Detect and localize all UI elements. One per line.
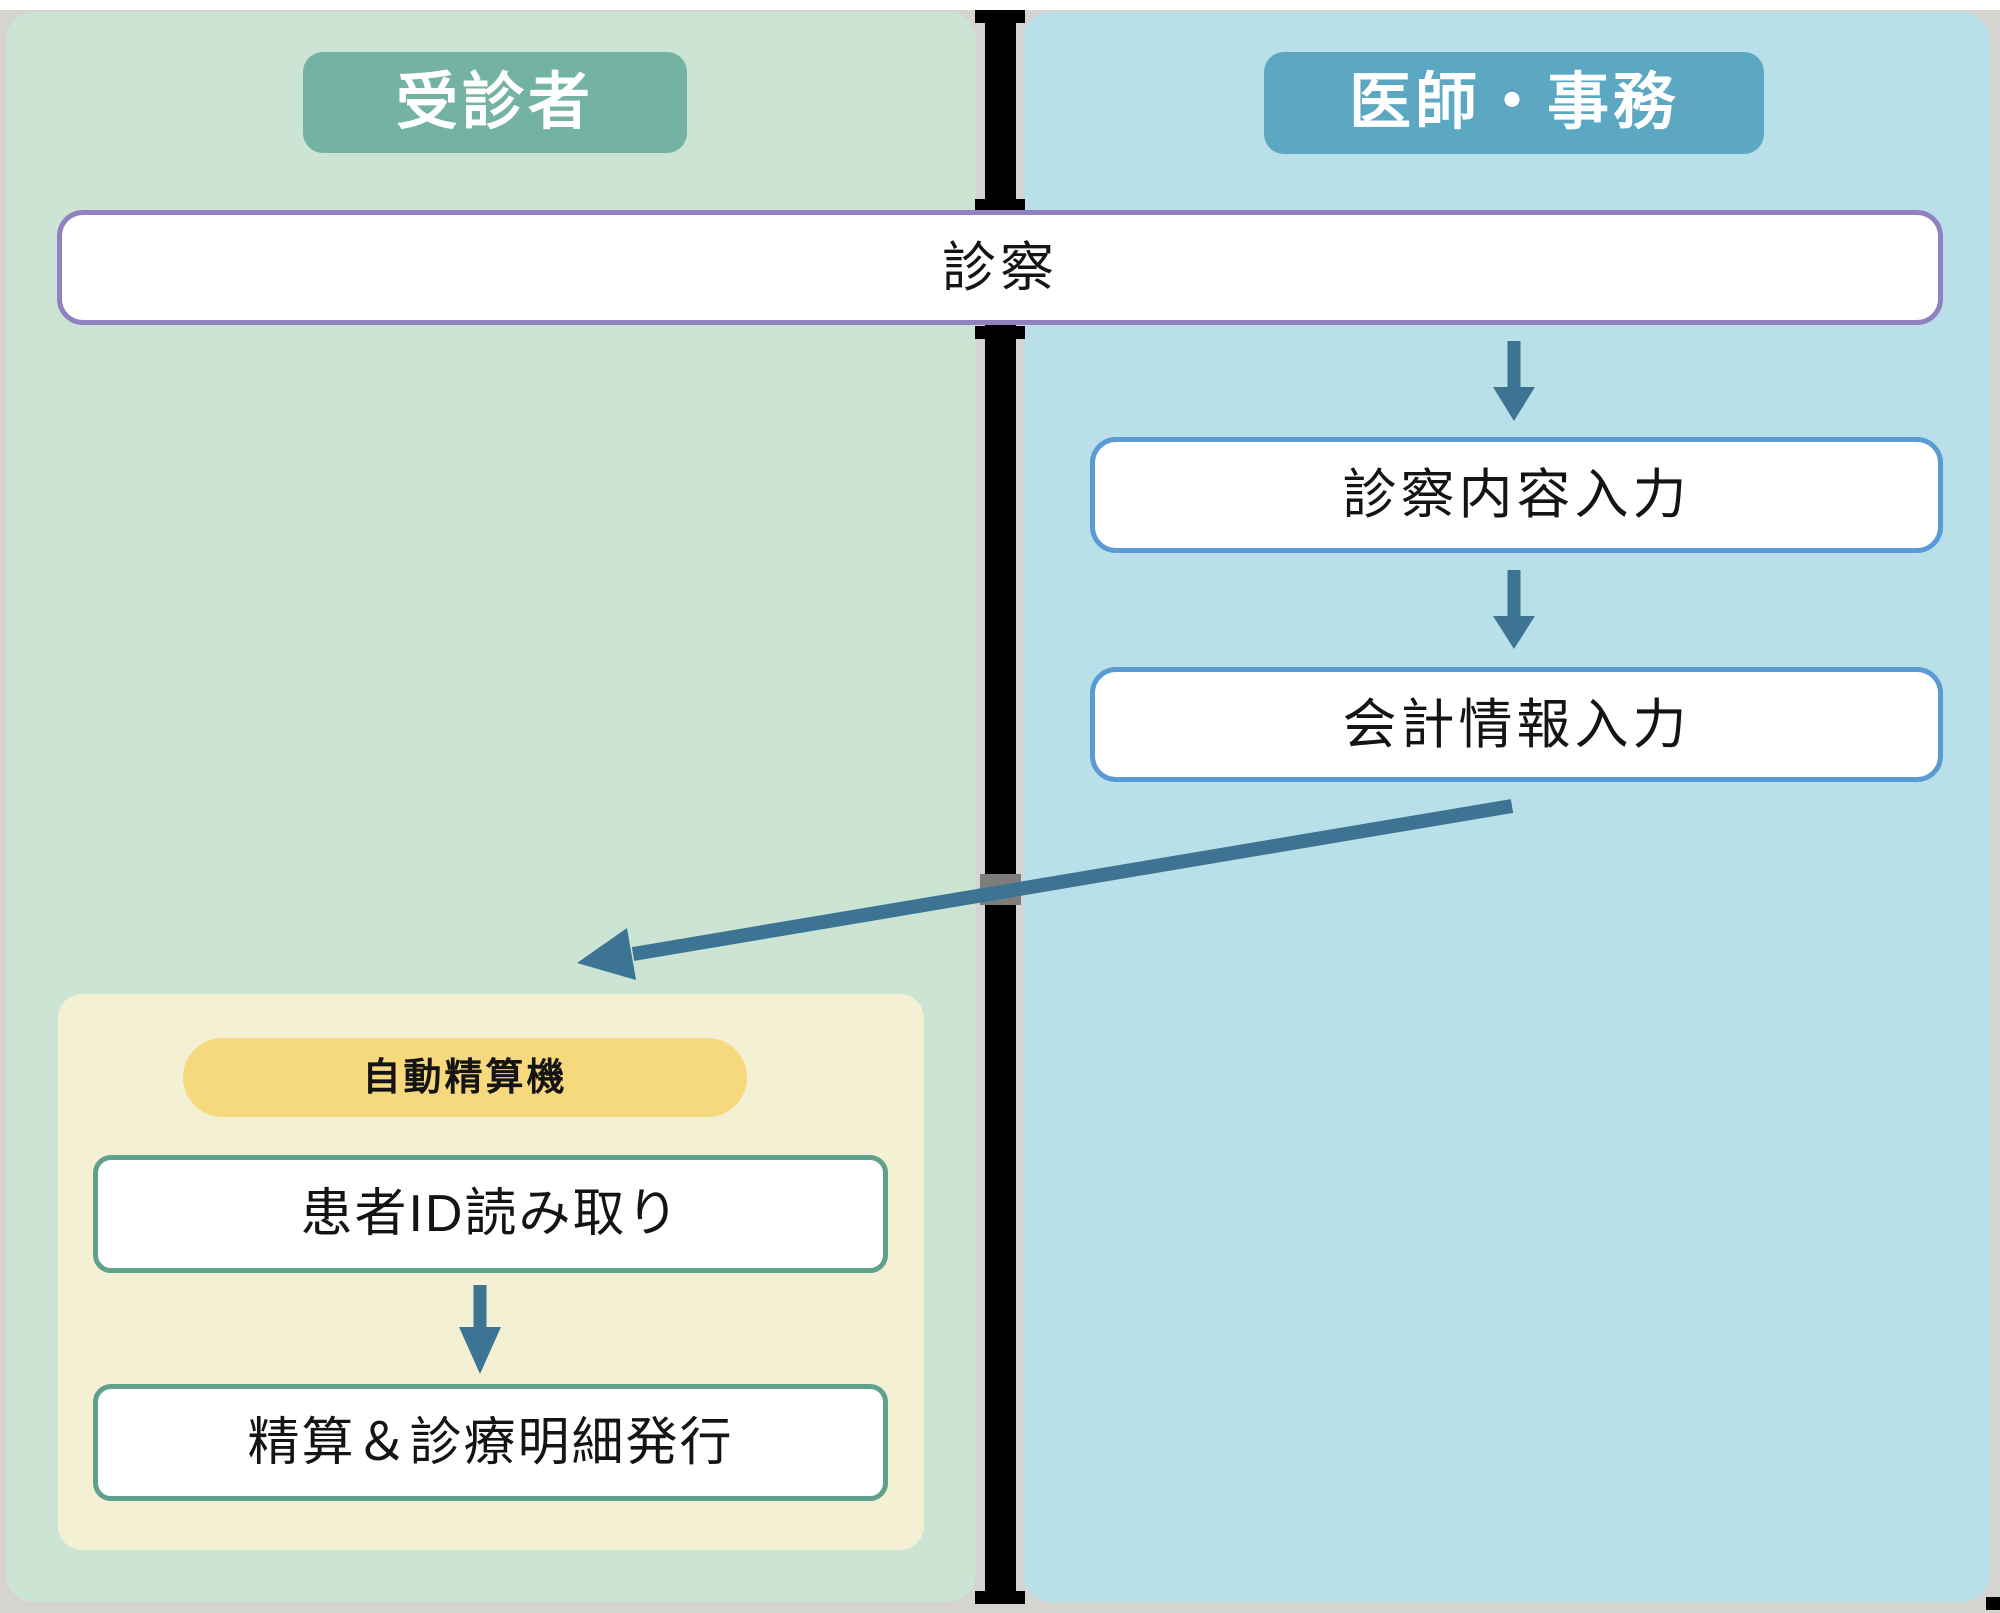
- patient-lane-header: 受診者: [303, 52, 687, 153]
- patient-lane-header-label: 受診者: [395, 67, 594, 137]
- staff-lane-header-label: 医師・事務: [1348, 68, 1679, 137]
- lane-divider-cap: [975, 326, 1025, 339]
- lane-divider-lower: [985, 323, 1016, 1604]
- patient-id-read-step-box: 患者ID読み取り: [93, 1155, 888, 1273]
- connector-handle: [980, 874, 1021, 905]
- lane-divider-cap: [975, 10, 1025, 23]
- billing-info-entry-step-box: 会計情報入力: [1090, 667, 1943, 782]
- examination-step-label: 診察: [942, 237, 1058, 298]
- lane-divider-cap: [975, 1591, 1025, 1604]
- corner-mark: [1986, 1597, 2000, 1610]
- lane-divider-upper: [985, 10, 1016, 212]
- settlement-issue-label: 精算＆診療明細発行: [247, 1413, 734, 1472]
- top-margin-strip: [0, 0, 2000, 10]
- examination-step-box: 診察: [57, 210, 1943, 325]
- payment-machine-title-pill: 自動精算機: [183, 1038, 747, 1117]
- exam-content-entry-step-box: 診察内容入力: [1090, 437, 1943, 553]
- lane-divider-cap: [975, 199, 1025, 212]
- payment-machine-title-label: 自動精算機: [362, 1056, 568, 1099]
- exam-content-entry-label: 診察内容入力: [1342, 465, 1691, 525]
- staff-lane-header: 医師・事務: [1264, 52, 1764, 154]
- settlement-issue-step-box: 精算＆診療明細発行: [93, 1384, 888, 1501]
- billing-info-entry-label: 会計情報入力: [1342, 694, 1691, 755]
- patient-id-read-label: 患者ID読み取り: [300, 1185, 681, 1243]
